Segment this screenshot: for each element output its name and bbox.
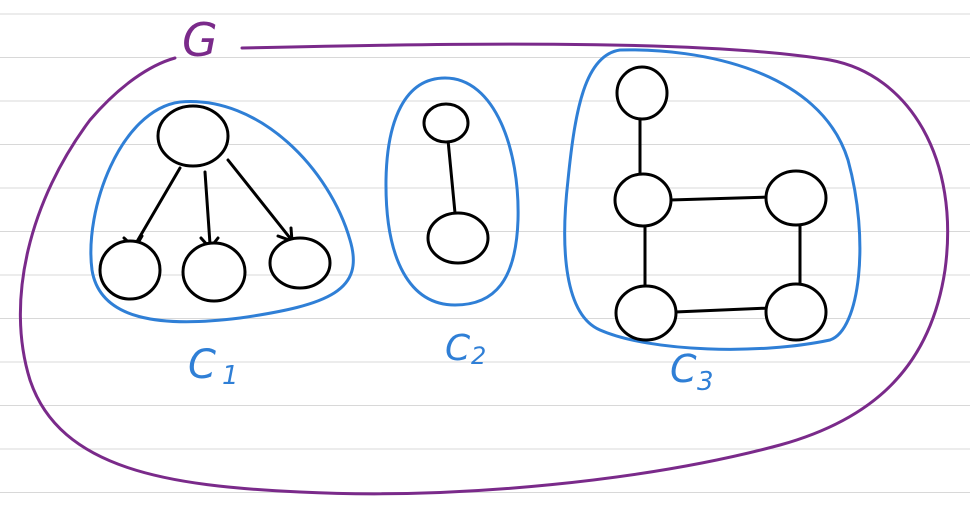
component-c3-nodes [613, 65, 828, 342]
edge [446, 139, 457, 214]
component-label: C [188, 342, 216, 388]
edge [674, 306, 771, 314]
edge [669, 195, 771, 202]
graph-node [613, 172, 673, 228]
component-c3-edges [638, 115, 802, 314]
component-c2-label: C 2 [445, 328, 486, 370]
graph-node [181, 241, 247, 303]
graph-node [615, 65, 669, 121]
graph-node [156, 104, 230, 168]
component-subscript: 3 [697, 367, 714, 397]
graph-node [764, 169, 828, 227]
component-label: C [445, 328, 471, 369]
graph-node [268, 236, 332, 290]
graph-node [614, 284, 678, 342]
component-c1-boundary [89, 100, 355, 324]
component-c2-boundary [384, 76, 520, 307]
component-c1-nodes [98, 104, 332, 303]
component-subscript: 2 [471, 342, 486, 370]
component-label: C [670, 347, 697, 391]
edge [133, 166, 182, 247]
graph-node [426, 211, 490, 265]
component-c1-label: C 1 [188, 342, 239, 391]
component-c2-graph [422, 102, 490, 265]
component-c3-label: C 3 [670, 347, 714, 397]
component-subscript: 1 [222, 361, 239, 391]
edge [203, 170, 212, 246]
graph-node [98, 239, 162, 301]
graph-node [422, 102, 470, 144]
graph-node [764, 282, 828, 342]
graph-label: G [182, 13, 218, 67]
component-c3-boundary [563, 48, 862, 351]
edge [226, 158, 292, 240]
component-c1-edges [122, 158, 294, 251]
graph-boundary [18, 42, 950, 496]
